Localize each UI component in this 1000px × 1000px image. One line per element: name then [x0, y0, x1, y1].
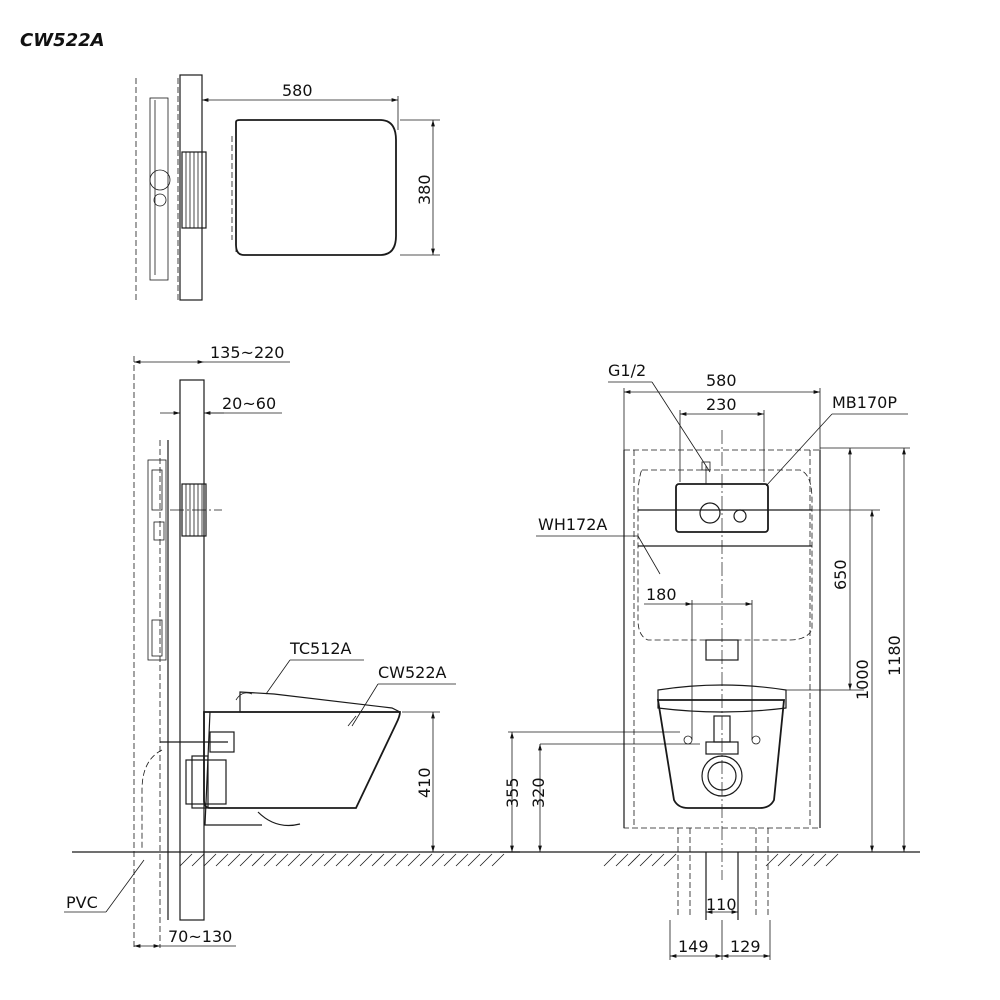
side-bottom-dim: 70~130: [168, 927, 232, 946]
plate-label: MB170P: [832, 393, 897, 412]
tank-label: WH172A: [538, 515, 607, 534]
side-bellows: [170, 483, 222, 537]
top-bellows: [181, 151, 207, 229]
top-view: 580 380: [135, 74, 440, 301]
tank-outline: [637, 469, 813, 641]
front-dim-320: 320: [529, 777, 548, 808]
front-plate-dim: 230: [706, 395, 737, 414]
front-dim-149: 149: [678, 937, 709, 956]
seat-label: TC512A: [289, 639, 352, 658]
top-depth-dim: 380: [415, 174, 434, 205]
side-floor-hatch: [179, 853, 505, 867]
front-dim-1000: 1000: [853, 659, 872, 700]
side-wall-dim: 20~60: [222, 394, 276, 413]
pvc-label: PVC: [66, 893, 98, 912]
front-dim-110: 110: [706, 895, 737, 914]
front-dim-650: 650: [831, 559, 850, 590]
side-bowl-outline: [203, 711, 401, 809]
front-dim-129: 129: [730, 937, 761, 956]
front-width-dim: 580: [706, 371, 737, 390]
bowl-label: CW522A: [378, 663, 447, 682]
side-height-dim: 410: [415, 767, 434, 798]
front-view: 580 230 G1/2 MB170P WH172A: [500, 361, 920, 960]
top-bowl-outline: [235, 119, 397, 256]
front-dim-1180: 1180: [885, 635, 904, 676]
front-bolt-dim: 180: [646, 585, 677, 604]
front-floor-hatch: [603, 853, 839, 867]
side-frame-depth-dim: 135~220: [210, 343, 284, 362]
top-width-dim: 580: [282, 81, 313, 100]
side-view: 135~220 20~60: [64, 343, 520, 948]
front-dim-355: 355: [503, 777, 522, 808]
front-bowl-outline: [656, 699, 785, 809]
g12-label: G1/2: [608, 361, 646, 380]
drawing-title: CW522A: [20, 30, 105, 51]
